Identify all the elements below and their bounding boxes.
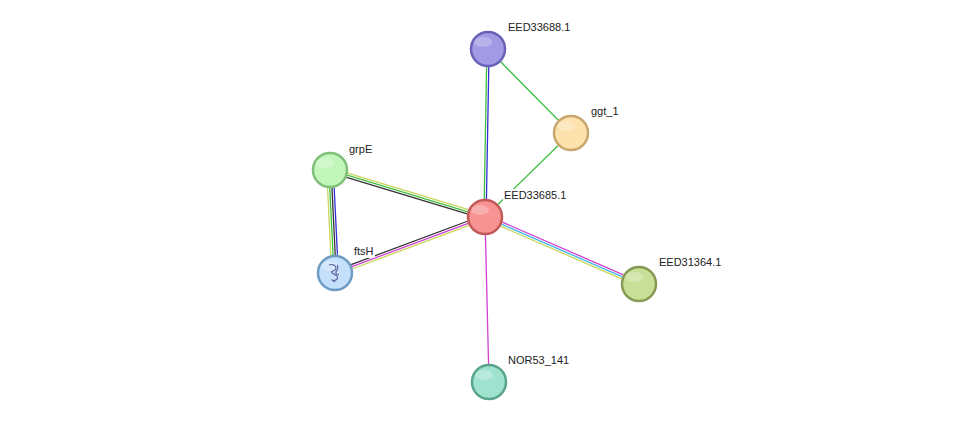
interaction-edge bbox=[484, 67, 489, 199]
evidence-line bbox=[353, 225, 469, 268]
node-circle bbox=[621, 266, 657, 302]
evidence-line bbox=[348, 173, 469, 210]
node-label: EED33688.1 bbox=[507, 21, 571, 34]
interaction-edge bbox=[347, 173, 469, 214]
node-label: ggt_1 bbox=[590, 105, 620, 118]
node-label: NOR53_141 bbox=[507, 354, 570, 367]
protein-node: EED33688.1 bbox=[470, 31, 506, 67]
protein-node: ftsH bbox=[317, 255, 353, 291]
protein-node: ggt_1 bbox=[553, 115, 589, 151]
interaction-edge bbox=[501, 62, 559, 120]
evidence-line bbox=[502, 224, 623, 277]
interaction-edge bbox=[501, 222, 624, 279]
evidence-line bbox=[501, 226, 622, 279]
evidence-line bbox=[347, 177, 468, 214]
node-label: EED31364.1 bbox=[658, 256, 722, 269]
evidence-line bbox=[484, 67, 486, 199]
node-label: grpE bbox=[348, 143, 373, 156]
node-circle bbox=[471, 364, 507, 400]
evidence-line bbox=[347, 175, 468, 212]
protein-node: grpE bbox=[312, 152, 348, 188]
protein-node: NOR53_141 bbox=[471, 364, 507, 400]
evidence-line bbox=[485, 235, 488, 364]
node-label: EED33685.1 bbox=[503, 189, 567, 202]
node-circle bbox=[312, 152, 348, 188]
node-circle bbox=[470, 31, 506, 67]
node-circle bbox=[317, 255, 353, 291]
evidence-line bbox=[501, 62, 559, 120]
evidence-line bbox=[328, 188, 331, 255]
evidence-line bbox=[502, 222, 623, 275]
protein-node: EED33685.1 bbox=[467, 199, 503, 235]
interaction-edge bbox=[485, 235, 488, 364]
evidence-line bbox=[352, 223, 468, 266]
protein-node: EED31364.1 bbox=[621, 266, 657, 302]
interaction-edge bbox=[351, 221, 469, 269]
evidence-line bbox=[351, 221, 467, 264]
interaction-edge bbox=[328, 188, 338, 255]
node-circle bbox=[467, 199, 503, 235]
node-circle bbox=[553, 115, 589, 151]
node-label: ftsH bbox=[353, 245, 375, 258]
